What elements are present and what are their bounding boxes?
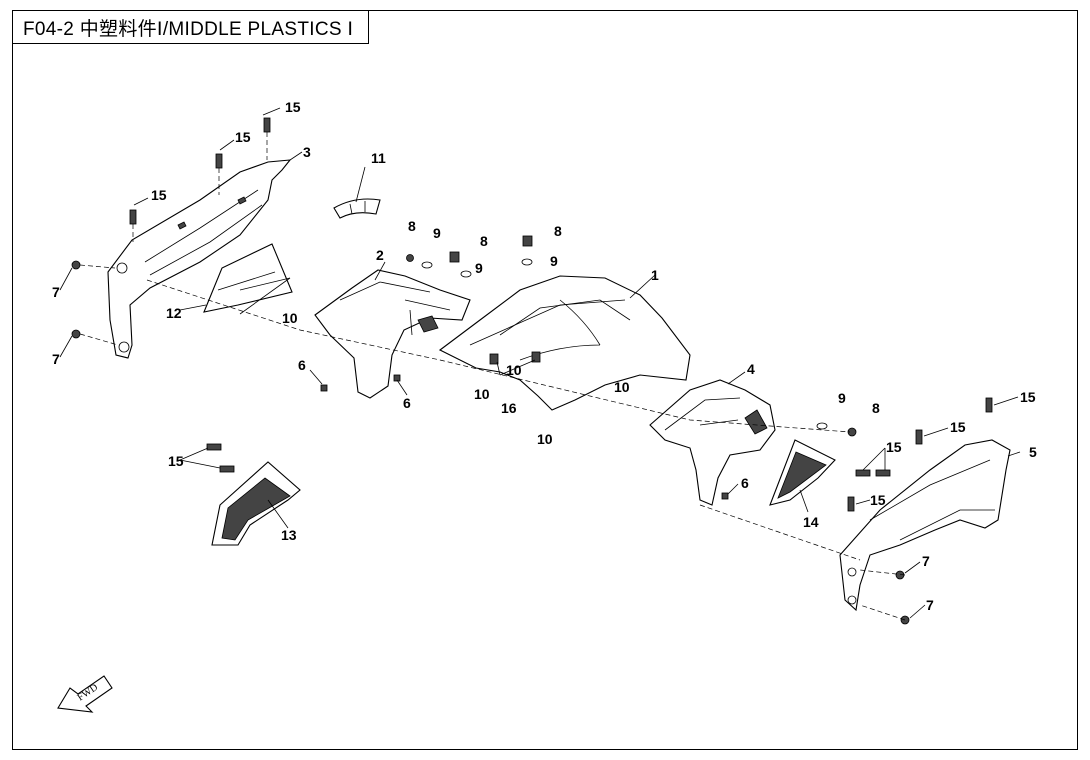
callout-9c: 9 <box>550 253 558 269</box>
callout-16: 16 <box>501 400 517 416</box>
fwd-arrow-icon: FWD <box>57 675 113 713</box>
part-3-left-panel <box>107 159 292 359</box>
callout-15h: 15 <box>870 492 886 508</box>
part-4-right-inner-panel <box>649 379 776 506</box>
callout-14: 14 <box>803 514 819 530</box>
assembly-lines <box>79 132 906 621</box>
callout-15c: 15 <box>151 187 167 203</box>
callout-15d: 15 <box>168 453 184 469</box>
callout-5: 5 <box>1029 444 1037 460</box>
callout-7d: 7 <box>926 597 934 613</box>
part-1-center-body <box>438 275 691 411</box>
callout-8c: 8 <box>554 223 562 239</box>
callout-1: 1 <box>651 267 659 283</box>
part-11-windshield <box>333 198 381 219</box>
callout-4: 4 <box>747 361 755 377</box>
callout-15b: 15 <box>235 129 251 145</box>
part-2-inner-panel <box>314 269 471 399</box>
callout-8a: 8 <box>408 218 416 234</box>
callout-13: 13 <box>281 527 297 543</box>
part-14-right-grille <box>769 439 836 506</box>
callout-10b: 10 <box>474 386 490 402</box>
part-13-left-grille <box>211 461 301 546</box>
callout-15f: 15 <box>950 419 966 435</box>
callout-9d: 9 <box>838 390 846 406</box>
callout-7c: 7 <box>922 553 930 569</box>
callout-8d: 8 <box>872 400 880 416</box>
callout-6a: 6 <box>298 357 306 373</box>
part-12-plate <box>203 243 293 313</box>
callout-6c: 6 <box>741 475 749 491</box>
callout-3: 3 <box>303 144 311 160</box>
diagram-frame <box>12 10 1078 750</box>
callout-8b: 8 <box>480 233 488 249</box>
callout-7a: 7 <box>52 284 60 300</box>
leader-lines <box>59 107 1021 619</box>
callout-15a: 15 <box>285 99 301 115</box>
callout-6b: 6 <box>403 395 411 411</box>
part-5-right-panel <box>839 439 1011 612</box>
callout-9a: 9 <box>433 225 441 241</box>
callout-7b: 7 <box>52 351 60 367</box>
callout-labels: 1 2 3 4 5 6 6 6 7 7 7 7 8 8 8 8 9 9 9 9 … <box>52 99 1037 613</box>
callout-15g: 15 <box>886 439 902 455</box>
callout-10c: 10 <box>506 362 522 378</box>
callout-2: 2 <box>376 247 384 263</box>
callout-12: 12 <box>166 305 182 321</box>
callout-10e: 10 <box>537 431 553 447</box>
callout-10a: 10 <box>282 310 298 326</box>
callout-9b: 9 <box>475 260 483 276</box>
page-title: F04-2 中塑料件Ⅰ/MIDDLE PLASTICS Ⅰ <box>12 10 369 44</box>
callout-11: 11 <box>371 150 386 166</box>
callout-10d: 10 <box>614 379 630 395</box>
callout-15e: 15 <box>1020 389 1036 405</box>
